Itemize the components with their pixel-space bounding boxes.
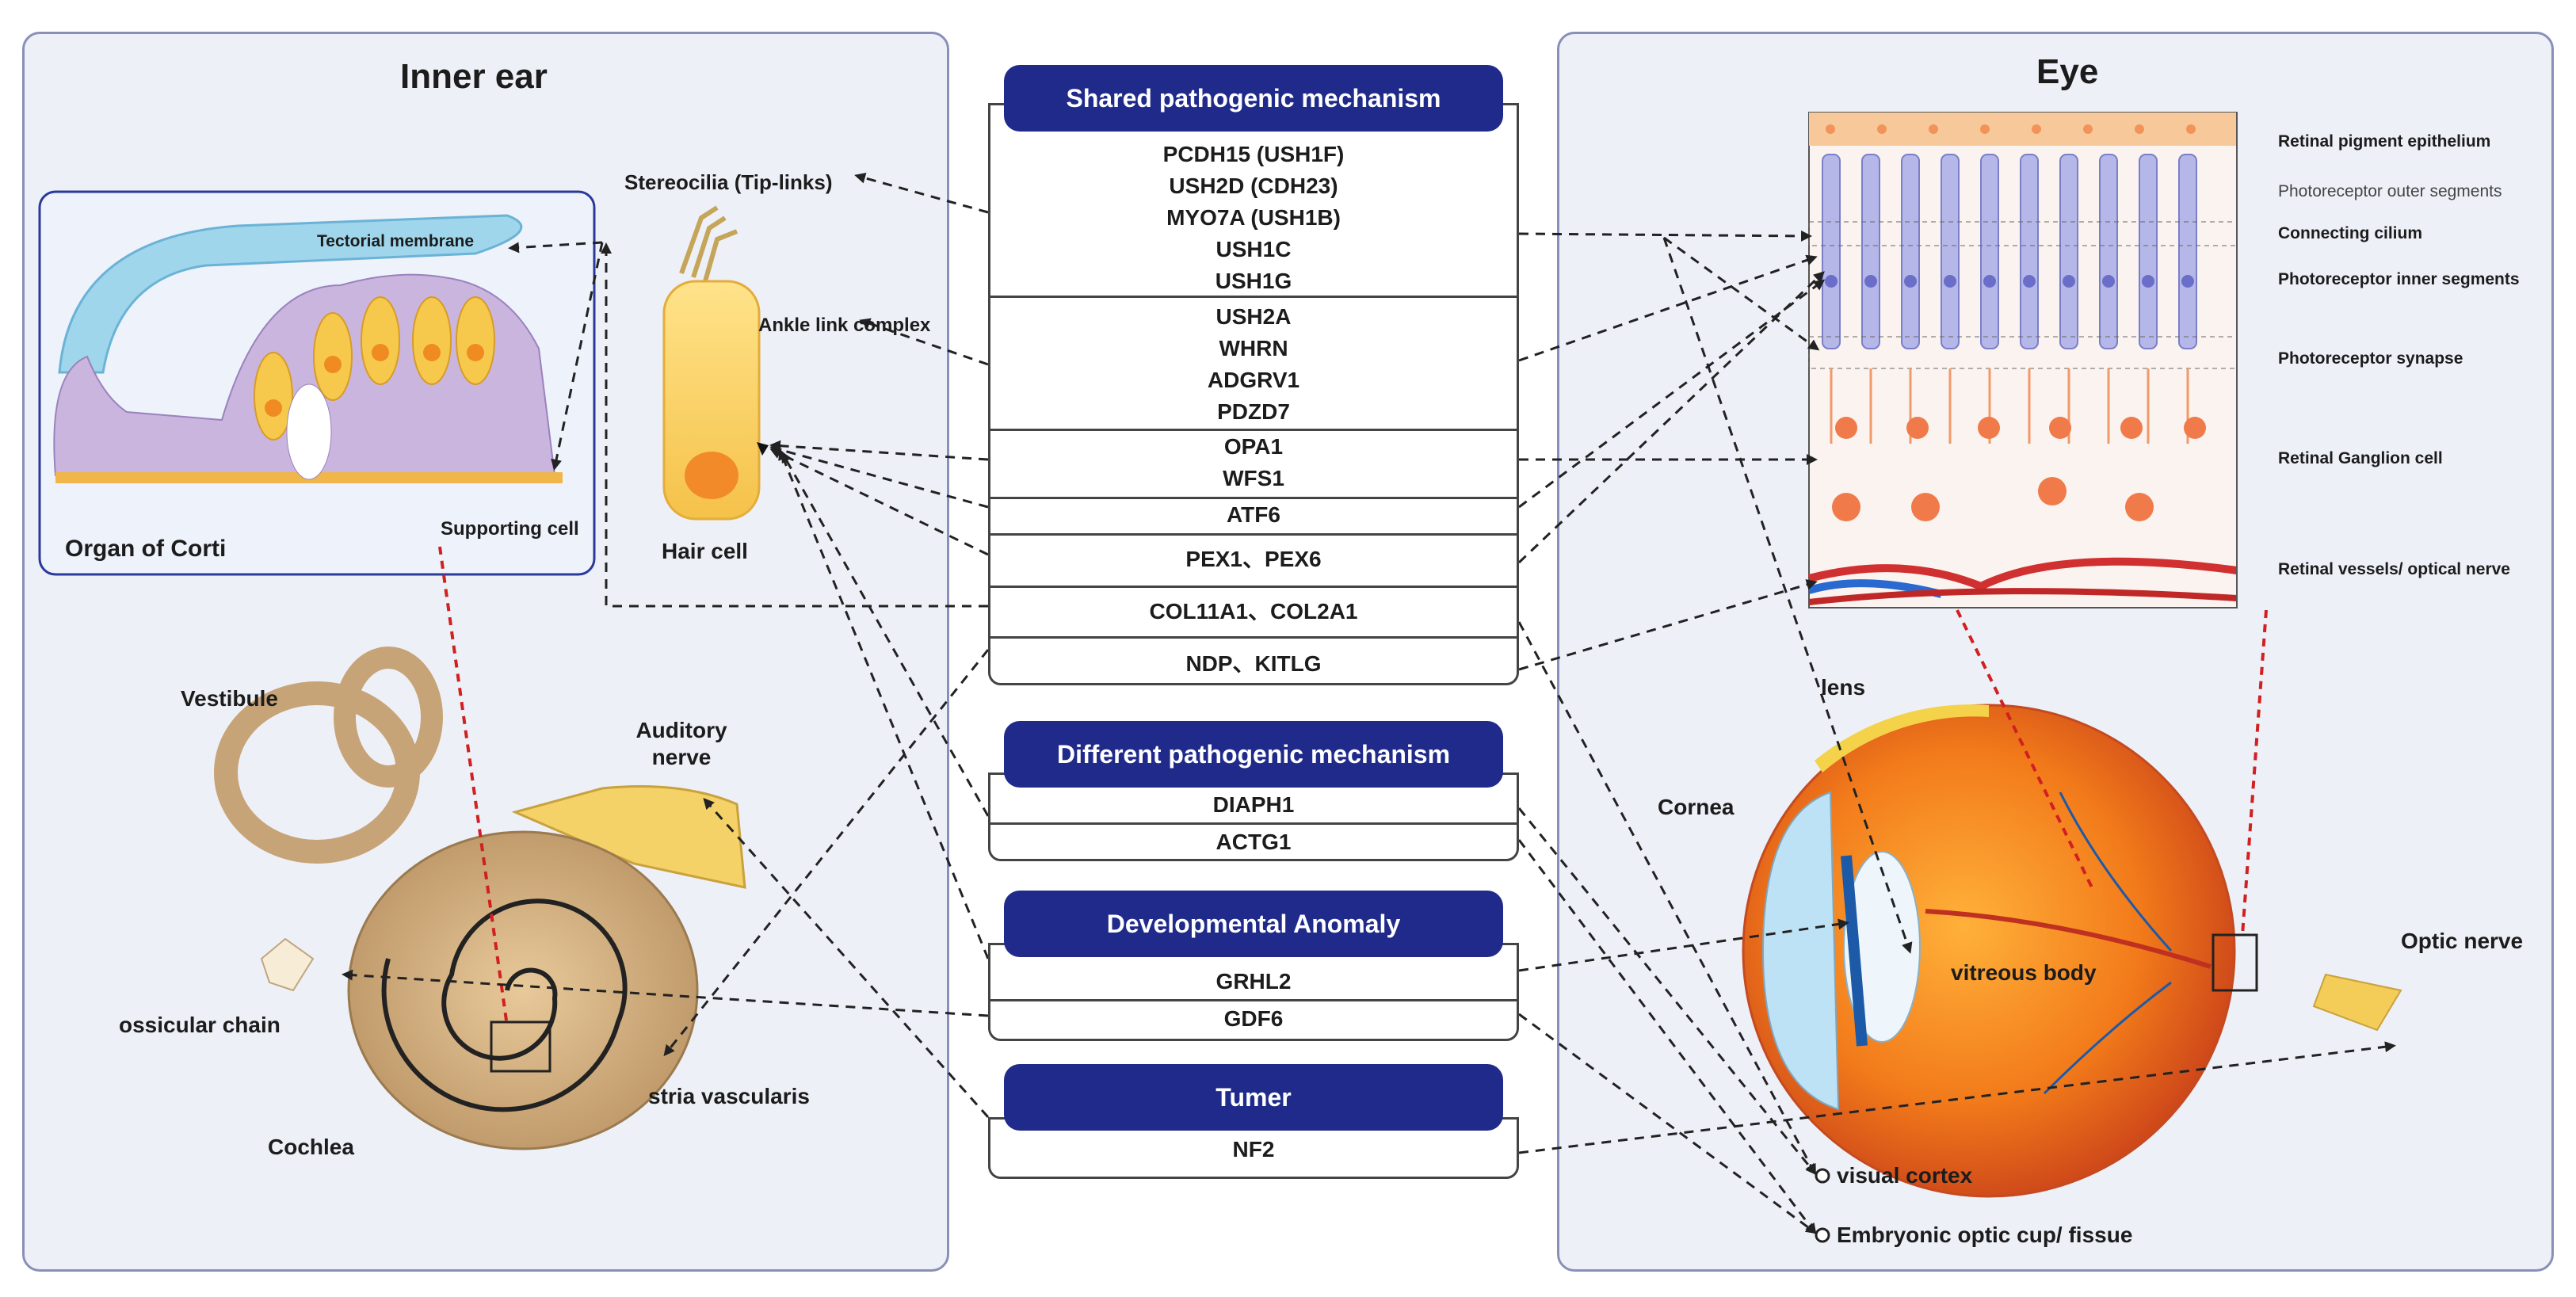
gene-label: MYO7A (USH1B) [1166,205,1341,230]
inner-ear-title: Inner ear [400,57,548,96]
cochlea-illustration [214,647,746,1150]
gene-group: PEX1、PEX6 [990,533,1517,586]
auditory-nerve-label: Auditory nerve [635,718,727,769]
gene-label: WHRN [1219,336,1288,360]
vestibule-label: Vestibule [181,686,278,711]
gene-label: OPA1 [1223,434,1284,459]
gene-label: ATF6 [1227,502,1280,527]
gene-label: GDF6 [1223,1006,1284,1031]
gene-label: USH1G [1215,269,1292,293]
gene-label: ADGRV1 [1207,368,1300,392]
gene-label: USH2D (CDH23) [1169,174,1338,198]
gene-label: COL11A1、COL2A1 [1149,599,1358,624]
gene-label: NF2 [1232,1137,1275,1162]
ossicular-chain-label: ossicular chain [119,1013,280,1037]
gene-group: COL11A1、COL2A1 [990,586,1517,636]
red-connectors [438,546,2268,1027]
eye-title: Eye [2036,52,2099,91]
supporting-cell-label: Supporting cell [441,518,579,540]
gene-label: WFS1 [1223,466,1284,490]
visual-cortex-label: visual cortex [1837,1163,1973,1188]
eyeball-illustration [1742,704,2402,1198]
gene-group: PCDH15 (USH1F) USH2D (CDH23) MYO7A (USH1… [990,105,1517,296]
retina-layer-ganglion: Retinal Ganglion cell [2278,449,2443,467]
retina-layer-connecting-cilium: Connecting cilium [2278,224,2423,242]
cornea-label: Cornea [1658,795,1735,819]
tectorial-membrane-label: Tectorial membrane [317,232,475,250]
gene-group: ACTG1 [990,822,1517,859]
gene-label: PDZD7 [1217,399,1290,424]
optic-nerve-label: Optic nerve [2401,929,2524,953]
gene-group: ATF6 [990,497,1517,533]
retina-layer-vessels: Retinal vessels/ optical nerve [2278,560,2510,578]
developmental-anomaly-header: Developmental Anomaly [1004,891,1503,957]
retina-layer-inner-segments: Photoreceptor inner segments [2278,270,2520,288]
retina-layer-outer-segments: Photoreceptor outer segments [2278,182,2502,200]
gene-group: OPA1 WFS1 [990,429,1517,497]
ankle-link-label: Ankle link complex [758,315,931,336]
cochlea-label: Cochlea [268,1135,354,1159]
endpoint-markers [1815,1168,1830,1243]
gene-group: USH2A WHRN ADGRV1 PDZD7 [990,296,1517,429]
shared-mechanism-header: Shared pathogenic mechanism [1004,65,1503,132]
stria-vascularis-label: stria vascularis [648,1084,810,1108]
retina-layer-rpe: Retinal pigment epithelium [2278,132,2491,151]
gene-label: GRHL2 [1215,969,1292,994]
organ-of-corti-illustration [38,190,596,576]
gene-links [342,172,2396,1235]
gene-group: GDF6 [990,999,1517,1039]
shared-mechanism-box: PCDH15 (USH1F) USH2D (CDH23) MYO7A (USH1… [988,103,1519,685]
retina-illustration [1807,112,2238,608]
gene-label: ACTG1 [1215,830,1292,854]
developmental-anomaly-box: GRHL2 GDF6 [988,943,1519,1041]
different-mechanism-header: Different pathogenic mechanism [1004,721,1503,788]
gene-group: NF2 [990,1120,1517,1177]
gene-label: USH1C [1215,237,1292,261]
gene-label: PEX1、PEX6 [1185,547,1322,571]
gene-group: GRHL2 [990,945,1517,999]
gene-label: USH2A [1215,304,1292,329]
organ-of-corti-label: Organ of Corti [65,536,227,562]
gene-label: PCDH15 (USH1F) [1162,142,1345,166]
stereocilia-label: Stereocilia (Tip-links) [624,170,833,194]
optic-cup-label: Embryonic optic cup/ fissue [1837,1223,2133,1247]
tumor-header: Tumer [1004,1064,1503,1131]
vitreous-body-label: vitreous body [1951,960,2097,985]
hair-cell-illustration [662,205,769,521]
lens-label: lens [1821,675,1866,700]
gene-group: NDP、KITLG [990,636,1517,688]
gene-label: DIAPH1 [1212,792,1295,817]
gene-group: DIAPH1 [990,775,1517,822]
hair-cell-label: Hair cell [662,539,748,563]
mechanism-column: PCDH15 (USH1F) USH2D (CDH23) MYO7A (USH1… [988,0,1519,1297]
retina-layer-synapse: Photoreceptor synapse [2278,349,2463,368]
gene-label: NDP、KITLG [1185,651,1322,676]
